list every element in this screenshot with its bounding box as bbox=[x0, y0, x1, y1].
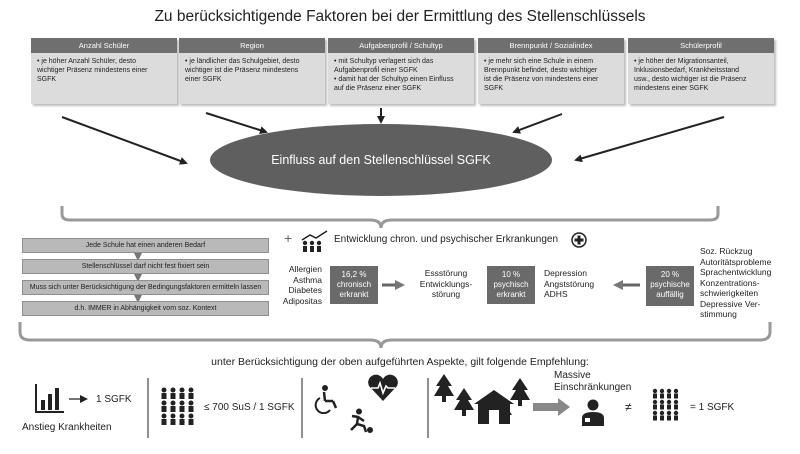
factor-header: Region bbox=[179, 38, 325, 53]
step-bar: Muss sich unter Berücksichtigung der Bed… bbox=[22, 280, 269, 295]
condition: Soz. Rückzug bbox=[700, 246, 753, 256]
massive-line: Einschränkungen bbox=[554, 382, 632, 393]
medical-plus-icon bbox=[571, 232, 587, 248]
factor-header: Brennpunkt / Sozialindex bbox=[478, 38, 624, 53]
lower-brace bbox=[18, 322, 772, 349]
diagram-title: Zu berücksichtigende Faktoren bei der Er… bbox=[154, 8, 646, 25]
rec-illness-label: Anstieg Krankheiten bbox=[22, 422, 112, 433]
factor-line: Aufgabenprofil einer SGFK bbox=[334, 67, 418, 74]
box-psychic-value: 10 % bbox=[501, 270, 521, 279]
plus-sign: + bbox=[284, 230, 293, 246]
soccer-player-icon bbox=[350, 408, 373, 433]
factor-line: Inklusionsbedarf, Krankheitsstand bbox=[634, 67, 740, 74]
factor-line: wichtiger Präsenz mindestens einer bbox=[37, 67, 148, 74]
arrow-bottom bbox=[533, 398, 570, 416]
doctor-icon bbox=[582, 399, 604, 426]
factor-line: SGFK bbox=[484, 85, 504, 92]
condition: Adipositas bbox=[282, 295, 322, 306]
box-psychic: 10 % psychisch erkrankt bbox=[487, 266, 535, 304]
condition: Entwicklungs- bbox=[419, 278, 473, 289]
box-psychic-line: psychisch bbox=[493, 280, 529, 289]
condition: ADHS bbox=[544, 289, 568, 299]
condition: Autoritätsprobleme bbox=[700, 256, 772, 267]
factor-line: auf die Präsenz einer SGFK bbox=[334, 85, 422, 92]
factor-box-brennpunkt: Brennpunkt / Sozialindex • je mehr sich … bbox=[478, 38, 624, 104]
box-chronic-value: 16,2 % bbox=[341, 270, 367, 279]
heart-icon bbox=[368, 374, 398, 401]
recommendation-text: unter Berücksichtigung der oben aufgefüh… bbox=[211, 356, 589, 368]
factor-line: • je mehr sich eine Schule in einem bbox=[484, 58, 594, 65]
condition: schwierigkeiten bbox=[700, 288, 759, 298]
factor-line: • damit hat der Schultyp einen Einfluss bbox=[334, 76, 454, 83]
upper-brace bbox=[60, 206, 720, 229]
condition: stimmung bbox=[700, 309, 737, 319]
condition: störung bbox=[431, 289, 461, 299]
right-conditions: Soz. Rückzug Autoritätsprobleme Sprachen… bbox=[700, 246, 798, 320]
factor-box-region: Region • je ländlicher das Schulgebiet, … bbox=[179, 38, 325, 104]
factor-line: einer SGFK bbox=[185, 76, 222, 83]
factor-line: usw., desto wichtiger ist die Präsenz bbox=[634, 76, 747, 83]
factor-box-schuelerprofil: Schülerprofil • je höher der Migrationsa… bbox=[628, 38, 774, 104]
not-equal-sign: ≠ bbox=[625, 400, 632, 414]
factor-header: Anzahl Schüler bbox=[31, 38, 177, 53]
massive-label: Massive Einschränkungen bbox=[554, 370, 631, 394]
factor-header: Schülerprofil bbox=[628, 38, 774, 53]
factor-line: • mit Schultyp verlagert sich das bbox=[334, 58, 434, 65]
influence-label: Einfluss auf den Stellenschlüssel SGFK bbox=[271, 153, 491, 167]
condition: Konzentrations- bbox=[700, 277, 760, 288]
condition: Depression bbox=[544, 268, 587, 278]
factor-line: SGFK bbox=[37, 76, 57, 83]
factor-line: mindestens einer SGFK bbox=[634, 85, 709, 92]
box-chronic-line: erkrankt bbox=[339, 290, 369, 299]
condition: Essstörung bbox=[424, 268, 468, 278]
condition: Allergien bbox=[288, 264, 322, 274]
rec-last: = 1 SGFK bbox=[690, 402, 735, 413]
arrow-factor-4 bbox=[512, 113, 563, 134]
trend-people-icon bbox=[301, 230, 328, 252]
factor-line: • je höher Anzahl Schüler, desto bbox=[37, 58, 136, 65]
factor-line: • je ländlicher das Schulgebiet, desto bbox=[185, 58, 300, 65]
factor-box-aufgabenprofil: Aufgabenprofil / Schultyp • mit Schultyp… bbox=[328, 38, 474, 104]
box-conspicuous-value: 20 % bbox=[660, 270, 680, 279]
crowd-icon bbox=[161, 387, 194, 425]
factor-line: wichtiger ist die Präsenz mindestens bbox=[185, 67, 299, 74]
mid-conditions: Essstörung Entwicklungs- störung bbox=[410, 268, 482, 300]
condition: Asthma bbox=[293, 274, 322, 285]
box-conspicuous-line: auffällig bbox=[656, 290, 684, 299]
factor-line: ist die Präsenz von mindestens einer bbox=[484, 76, 599, 83]
wheelchair-icon bbox=[314, 385, 338, 414]
condition: Sprachentwicklung bbox=[700, 267, 772, 277]
step-bar: Stellenschlüssel darf nicht fest fixiert… bbox=[22, 259, 269, 274]
massive-line: Massive bbox=[554, 370, 591, 381]
rec-one-sgfk: 1 SGFK bbox=[96, 394, 132, 405]
factor-line: Brennpunkt befindet, desto wichtiger bbox=[484, 67, 598, 74]
box-chronic: 16,2 % chronisch erkrankt bbox=[330, 266, 378, 304]
factor-box-anzahl-schueler: Anzahl Schüler • je höher Anzahl Schüler… bbox=[31, 38, 177, 104]
mid2-conditions: Depression Angststörung ADHS bbox=[544, 268, 614, 300]
factor-line: • je höher der Migrationsanteil, bbox=[634, 58, 729, 65]
factor-header: Aufgabenprofil / Schultyp bbox=[328, 38, 474, 53]
bar-chart-icon bbox=[35, 384, 64, 413]
crowd-small-icon bbox=[652, 388, 679, 421]
condition: Diabetes bbox=[288, 285, 322, 295]
box-psychic-line: erkrankt bbox=[496, 290, 526, 299]
influence-ellipse bbox=[210, 124, 552, 196]
arrow-factor-5 bbox=[574, 116, 725, 163]
rural-houses-icon bbox=[434, 374, 530, 424]
step-bar: d.h. IMMER in Abhängigkeit vom soz. Kont… bbox=[22, 301, 269, 316]
condition: Depressive Ver- bbox=[700, 298, 761, 309]
box-conspicuous: 20 % psychische auffällig bbox=[646, 266, 694, 306]
step-bar: Jede Schule hat einen anderen Bedarf bbox=[22, 238, 269, 253]
left-conditions: Allergien Asthma Diabetes Adipositas bbox=[272, 264, 322, 306]
development-title: Entwicklung chron. und psychischer Erkra… bbox=[334, 234, 559, 245]
box-chronic-line: chronisch bbox=[336, 280, 372, 289]
rec-students: ≤ 700 SuS / 1 SGFK bbox=[204, 402, 295, 413]
box-conspicuous-line: psychische bbox=[650, 280, 690, 289]
arrow-factor-1 bbox=[61, 116, 188, 165]
condition: Angststörung bbox=[544, 278, 595, 289]
arrow-factor-2 bbox=[205, 112, 268, 135]
